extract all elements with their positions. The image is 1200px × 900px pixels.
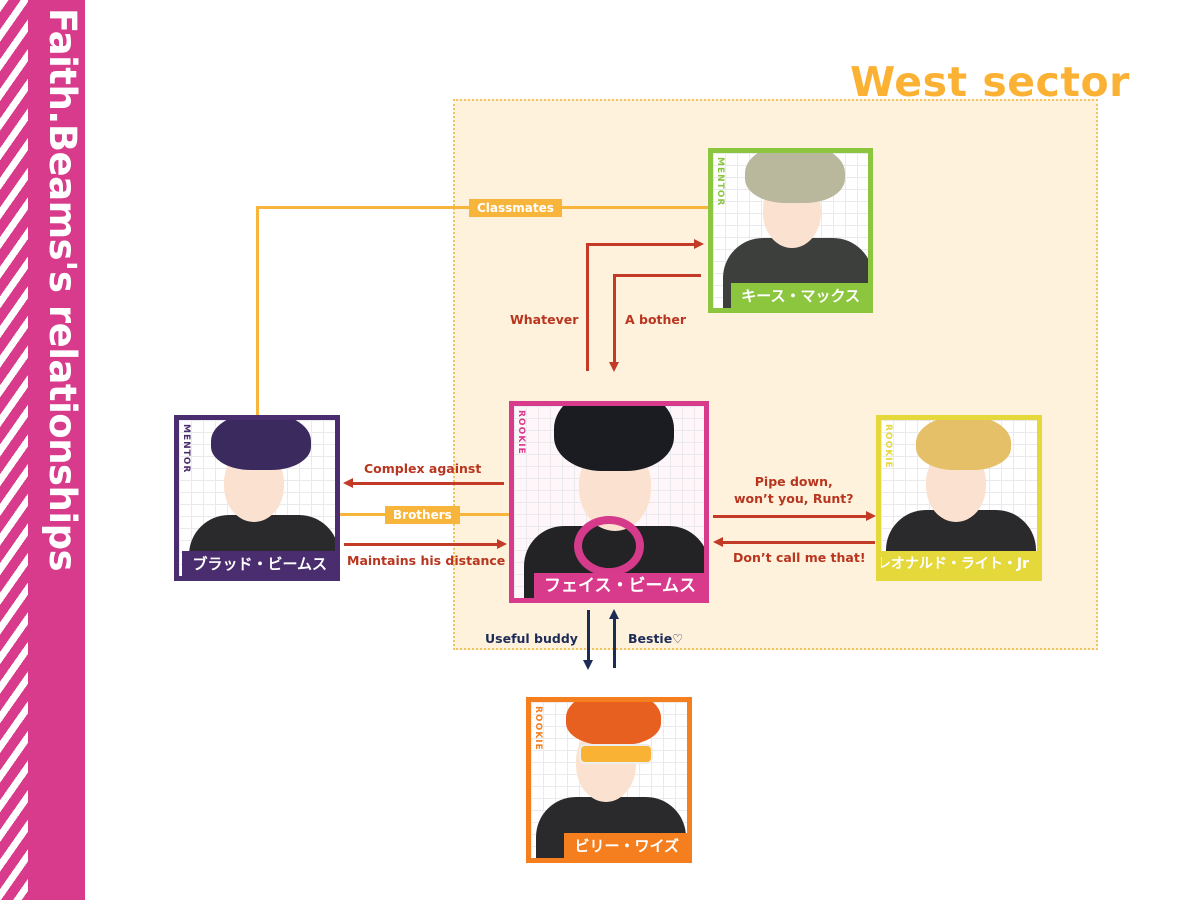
portrait-hair bbox=[554, 406, 674, 471]
character-card-billy[interactable]: ROOKIE ビリー・ワイズ bbox=[526, 697, 692, 863]
bother-line-vertical bbox=[613, 274, 616, 362]
character-name: ビリー・ワイズ bbox=[564, 833, 687, 858]
portrait-hair bbox=[211, 420, 311, 470]
whatever-label: Whatever bbox=[510, 312, 579, 327]
role-label: ROOKIE bbox=[533, 706, 543, 751]
sunglasses bbox=[579, 744, 653, 764]
bother-label: A bother bbox=[625, 312, 687, 327]
sidebar-title-wrap: Faith.Beams's relationships bbox=[28, 0, 85, 900]
brothers-label: Brothers bbox=[385, 506, 460, 524]
character-name: フェイス・ビームス bbox=[534, 573, 704, 598]
pipe-down-label: Pipe down, won’t you, Runt? bbox=[734, 474, 854, 506]
character-card-leonard[interactable]: ROOKIE レオナルド・ライト・Jr bbox=[876, 415, 1042, 581]
pipe-down-arrowhead bbox=[866, 511, 876, 521]
portrait-hair bbox=[745, 153, 845, 203]
portrait-hair bbox=[916, 420, 1011, 470]
bestie-arrowhead bbox=[609, 609, 619, 619]
role-label: MENTOR bbox=[715, 157, 725, 207]
dont-call-line bbox=[722, 541, 875, 544]
classmates-line-vertical bbox=[256, 206, 259, 416]
dont-call-label: Don’t call me that! bbox=[733, 550, 866, 565]
sidebar-stripes bbox=[0, 0, 30, 900]
role-label: ROOKIE bbox=[516, 410, 526, 455]
character-card-keith[interactable]: MENTOR キース・マックス bbox=[708, 148, 873, 313]
bestie-line bbox=[613, 618, 616, 668]
classmates-label: Classmates bbox=[469, 199, 562, 217]
portrait-hair bbox=[566, 702, 661, 745]
complex-label: Complex against bbox=[364, 461, 482, 476]
useful-buddy-arrowhead bbox=[583, 660, 593, 670]
character-card-faith[interactable]: ROOKIE フェイス・ビームス bbox=[509, 401, 709, 603]
headphones bbox=[574, 516, 644, 576]
whatever-arrowhead bbox=[694, 239, 704, 249]
sidebar bbox=[28, 0, 85, 900]
bother-arrowhead bbox=[609, 362, 619, 372]
complex-line bbox=[352, 482, 504, 485]
page-title: Faith.Beams's relationships bbox=[41, 8, 84, 572]
distance-line bbox=[344, 543, 498, 546]
character-name: レオナルド・ライト・Jr bbox=[881, 551, 1037, 576]
useful-buddy-label: Useful buddy bbox=[485, 631, 578, 646]
distance-label: Maintains his distance bbox=[347, 553, 506, 568]
character-name: キース・マックス bbox=[731, 283, 868, 308]
bother-line-horizontal bbox=[613, 274, 701, 277]
whatever-line-vertical bbox=[586, 243, 589, 371]
sector-title: West sector bbox=[850, 58, 1130, 106]
role-label: ROOKIE bbox=[883, 424, 893, 469]
complex-arrowhead bbox=[343, 478, 353, 488]
whatever-line-horizontal bbox=[586, 243, 696, 246]
dont-call-arrowhead bbox=[713, 537, 723, 547]
character-name: ブラッド・ビームス bbox=[182, 551, 335, 576]
bestie-label: Bestie♡ bbox=[628, 631, 684, 646]
role-label: MENTOR bbox=[181, 424, 191, 474]
character-card-brad[interactable]: MENTOR ブラッド・ビームス bbox=[174, 415, 340, 581]
useful-buddy-line bbox=[587, 610, 590, 662]
distance-arrowhead bbox=[497, 539, 507, 549]
pipe-down-line bbox=[713, 515, 868, 518]
